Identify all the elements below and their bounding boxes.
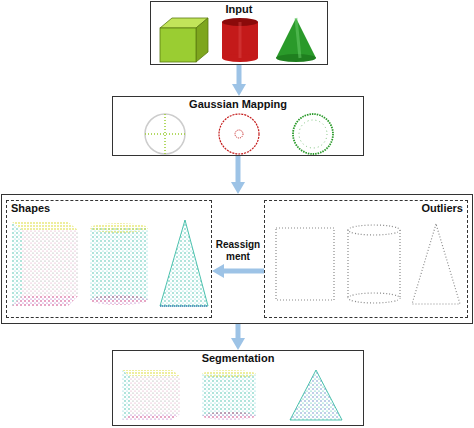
shapes-panel: Shapes — [6, 200, 212, 318]
flow-arrow — [236, 324, 241, 340]
solid-shapes — [160, 18, 316, 62]
outliers-panel: Outliers — [264, 200, 468, 318]
edge-label: Reassign ment — [214, 239, 262, 263]
stage-title: Shapes — [11, 202, 207, 215]
mapping-box: Gaussian Mapping — [112, 96, 364, 156]
stage-title: Outliers — [269, 202, 463, 215]
segmented-shapes — [12, 220, 208, 306]
outlier-points — [276, 224, 460, 304]
flow-arrow — [237, 65, 242, 86]
stage-title: Segmentation — [117, 352, 359, 365]
input-box: Input — [150, 1, 328, 65]
gaussian-spheres — [145, 114, 333, 154]
segmentation-result — [122, 370, 342, 420]
segmentation-box: Segmentation — [112, 350, 364, 426]
stage-title: Gaussian Mapping — [117, 98, 359, 111]
flow-arrow — [236, 156, 241, 184]
stage-title: Input — [155, 3, 323, 16]
flow-arrow — [222, 269, 264, 274]
